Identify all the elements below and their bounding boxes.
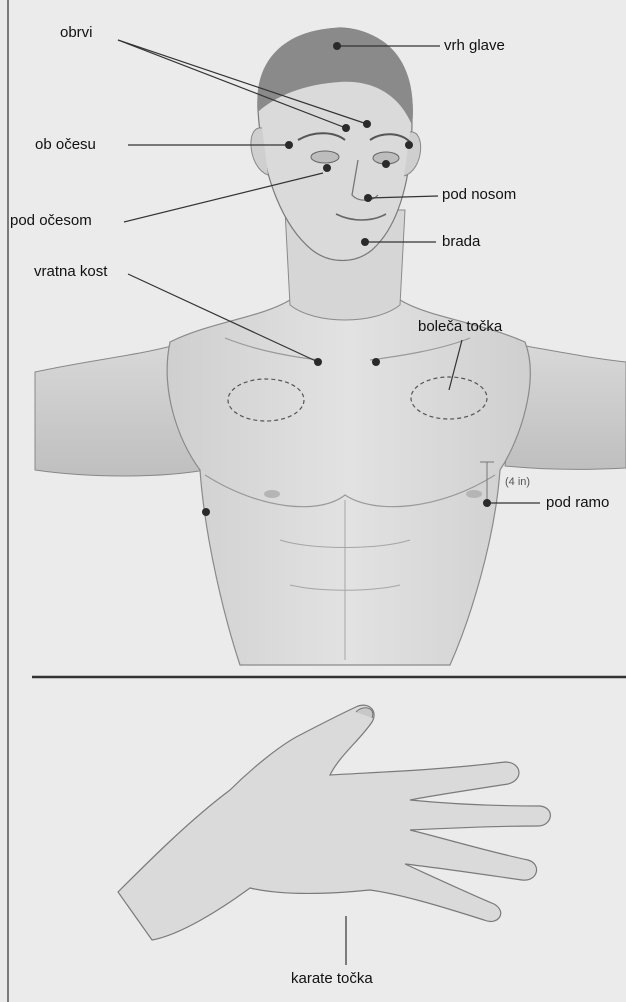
label-pod-nosom: pod nosom [442, 186, 516, 204]
point-crown [333, 42, 341, 50]
label-brada: brada [442, 233, 480, 251]
point-under-nose [364, 194, 372, 202]
point-eyebrow-right [363, 120, 371, 128]
label-obrvi: obrvi [60, 24, 93, 42]
label-pod-ocesom: pod očesom [10, 212, 92, 230]
label-vratna-kost: vratna kost [34, 263, 107, 281]
point-under-eye-left [323, 164, 331, 172]
left-eye [311, 151, 339, 163]
point-collarbone-right [372, 358, 380, 366]
point-eyebrow-left [342, 124, 350, 132]
right-nipple [466, 490, 482, 498]
point-chin [361, 238, 369, 246]
hand [118, 705, 550, 940]
label-boleca-tocka: boleča točka [418, 318, 502, 336]
point-underarm-right [483, 499, 491, 507]
label-karate-tocka: karate točka [291, 970, 373, 988]
label-ob-ocesu: ob očesu [35, 136, 96, 154]
label-pod-ramo: pod ramo [546, 494, 609, 512]
point-underarm-left [202, 508, 210, 516]
point-eye-side-left [285, 141, 293, 149]
point-eye-side-right [405, 141, 413, 149]
label-measure: (4 in) [505, 473, 530, 491]
point-under-eye-right [382, 160, 390, 168]
torso [167, 300, 530, 665]
left-nipple [264, 490, 280, 498]
point-collarbone-left [314, 358, 322, 366]
label-vrh-glave: vrh glave [444, 37, 505, 55]
